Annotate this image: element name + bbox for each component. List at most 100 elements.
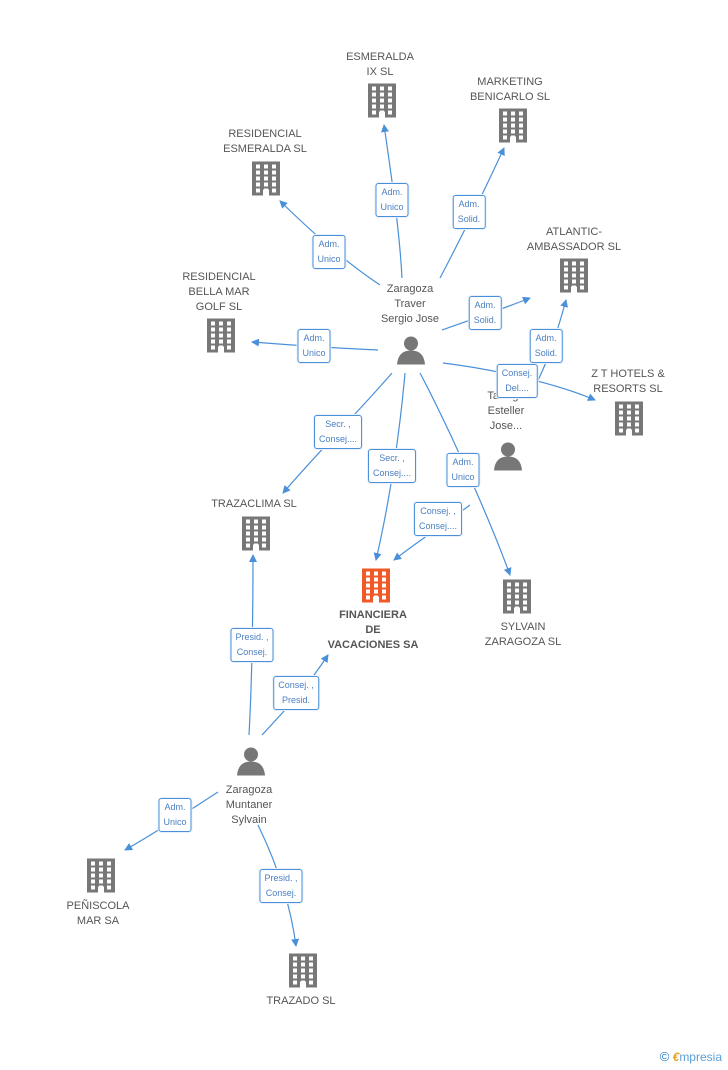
company-label[interactable]: RESIDENCIAL BELLA MAR GOLF SL [182, 270, 255, 315]
company-label-line: BENICARLO SL [469, 91, 551, 103]
company-node-trazaclima[interactable] [240, 515, 272, 556]
building-icon [615, 401, 643, 436]
building-icon [207, 318, 235, 353]
person-icon [494, 442, 522, 471]
person-label-line: Zaragoza [225, 784, 273, 796]
relation-label[interactable]: Consej. Del.... [496, 364, 538, 398]
company-label-line: RESIDENCIAL [182, 271, 256, 283]
company-label[interactable]: TRAZACLIMA SL [211, 497, 297, 512]
company-label-line: BELLA MAR [188, 286, 250, 298]
company-node-peniscola[interactable] [85, 857, 117, 898]
company-node-sylvain_sl[interactable] [501, 578, 533, 619]
brand-name: mpresia [679, 1050, 722, 1064]
relation-label-line: Solid. [473, 315, 497, 325]
relation-label-line: Adm. [303, 333, 325, 343]
company-label[interactable]: MARKETING BENICARLO SL [470, 75, 550, 105]
relation-label-line: Consej.... [372, 468, 412, 478]
relation-label-line: Presid. [281, 695, 310, 705]
relation-label-line: Unico [317, 254, 341, 264]
building-icon [499, 108, 527, 143]
brand-initial: € [672, 1050, 680, 1064]
company-label-line: TRAZADO SL [266, 995, 336, 1007]
person-icon [237, 747, 265, 776]
relation-label-line: Unico [451, 472, 475, 482]
person-label-line: Esteller [487, 405, 525, 417]
company-label[interactable]: Z T HOTELS &RESORTS SL [591, 367, 665, 397]
relation-label-line: Adm. [474, 300, 496, 310]
building-icon [87, 858, 115, 893]
person-node-muntaner[interactable] [236, 746, 266, 781]
company-node-financiera[interactable] [360, 567, 392, 608]
relation-label[interactable]: Adm. Unico [312, 235, 346, 269]
building-icon [252, 161, 280, 196]
relation-label[interactable]: Consej. ,Presid. [273, 676, 319, 710]
company-label-line: FINANCIERA [339, 609, 407, 621]
relation-label-line: Consej. [265, 888, 297, 898]
person-label-line: Traver [394, 298, 426, 310]
company-label-line: VACACIONES SA [327, 639, 419, 651]
company-node-marketing[interactable] [497, 107, 529, 148]
company-node-trazado[interactable] [287, 952, 319, 993]
relation-label[interactable]: Adm. Solid. [452, 195, 486, 229]
relation-label[interactable]: Consej. , Consej.... [413, 502, 463, 536]
company-label-line: TRAZACLIMA SL [211, 498, 297, 510]
building-icon [242, 516, 270, 551]
relation-label[interactable]: Secr. ,Consej.... [313, 415, 363, 449]
relation-label[interactable]: Presid. , Consej. [259, 869, 303, 903]
relation-label-line: Del.... [505, 383, 529, 393]
relation-label[interactable]: Adm.Unico [375, 183, 409, 217]
company-node-res_esmeralda[interactable] [250, 160, 282, 201]
company-node-res_bella[interactable] [205, 317, 237, 358]
company-label-line: GOLF SL [195, 301, 243, 313]
relation-label-line: Adm. [535, 333, 557, 343]
relation-label-line: Consej. [501, 368, 533, 378]
relation-label[interactable]: Adm. Unico [446, 453, 480, 487]
relation-label-line: Adm. [318, 239, 340, 249]
relation-label[interactable]: Adm.Solid. [529, 329, 563, 363]
company-label-line: MARKETING [477, 76, 543, 88]
company-label-line: RESORTS SL [593, 383, 663, 395]
relation-label-line: Consej.... [418, 521, 458, 531]
person-label-line: Sylvain [231, 814, 267, 826]
company-label-line: ESMERALDA [346, 51, 414, 63]
building-icon [560, 258, 588, 293]
building-icon [503, 579, 531, 614]
person-icon [397, 336, 425, 365]
relation-label[interactable]: Adm. Solid. [468, 296, 502, 330]
company-label[interactable]: TRAZADO SL [266, 994, 335, 1009]
person-label-line: Muntaner [225, 799, 273, 811]
company-label-line: SYLVAIN [500, 621, 546, 633]
relation-label[interactable]: Presid. , Consej. [230, 628, 274, 662]
person-node-tarrega[interactable] [493, 441, 523, 476]
company-label-line: ESMERALDA SL [223, 143, 307, 155]
company-label-line: MAR SA [76, 915, 120, 927]
relation-label-line: Presid. , [264, 873, 298, 883]
building-icon [368, 83, 396, 118]
company-label[interactable]: ATLANTIC-AMBASSADOR SL [527, 225, 621, 255]
company-node-zt[interactable] [613, 400, 645, 441]
relation-label[interactable]: Secr. ,Consej.... [367, 449, 417, 483]
relation-label-line: Presid. , [235, 632, 269, 642]
relation-label-line: Consej. , [420, 506, 456, 516]
company-node-atlantic[interactable] [558, 257, 590, 298]
relation-label-line: Consej. [236, 647, 268, 657]
relation-label[interactable]: Adm.Unico [297, 329, 331, 363]
relation-label[interactable]: Adm.Unico [158, 798, 192, 832]
brand-logo[interactable]: © €mpresia [660, 1049, 722, 1064]
relation-label-line: Adm. [458, 199, 480, 209]
company-label-line: ATLANTIC- [545, 226, 603, 238]
relation-label-line: Solid. [457, 214, 481, 224]
building-icon [289, 953, 317, 988]
person-label-line: Zaragoza [386, 283, 434, 295]
person-node-sergio[interactable] [396, 335, 426, 370]
person-label-line: Jose... [489, 420, 523, 432]
company-node-esmeralda[interactable] [366, 82, 398, 123]
relation-label-line: Adm. [452, 457, 474, 467]
